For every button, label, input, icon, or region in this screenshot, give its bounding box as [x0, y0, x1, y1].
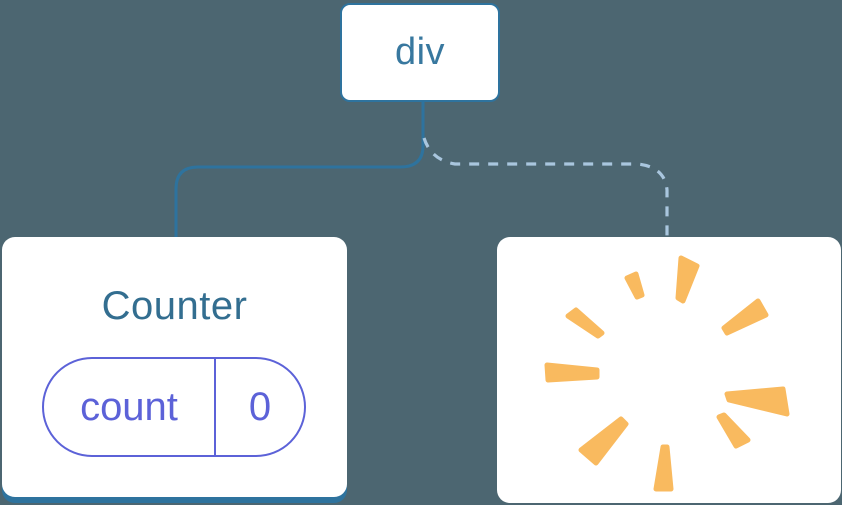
- state-value: 0: [248, 384, 272, 429]
- poof-burst-icon: [544, 255, 790, 492]
- root-node-div: div: [340, 3, 500, 102]
- root-node-label: div: [394, 31, 446, 73]
- tree-connector-solid: [174, 101, 425, 237]
- counter-card: Counter count 0: [2, 237, 347, 497]
- state-name: count: [44, 359, 216, 455]
- removed-card: [497, 237, 841, 503]
- counter-card-title: Counter: [101, 284, 248, 328]
- state-pill: count 0: [42, 357, 306, 457]
- tree-connector-dashed: [422, 137, 669, 236]
